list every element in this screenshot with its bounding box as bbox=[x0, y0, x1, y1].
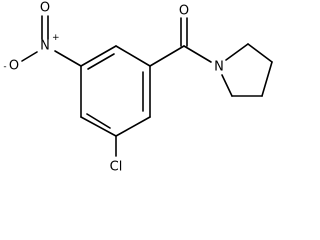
ring-bond-3 bbox=[80, 116, 117, 137]
ring-double-bond-inner-2 bbox=[86, 113, 111, 129]
ring-bond-2 bbox=[115, 116, 151, 137]
pyrrolidine-ring bbox=[221, 43, 273, 97]
nitro-nitrogen-label: N bbox=[40, 39, 50, 54]
nitro-double-oxygen-label: O bbox=[40, 1, 50, 16]
nitro-negative-charge: - bbox=[3, 62, 6, 72]
chemical-structure-diagram: O N N + O O - Cl bbox=[3, 1, 273, 175]
pyrrolidine-bond-2 bbox=[247, 43, 273, 63]
nitro-positive-charge: + bbox=[52, 33, 60, 43]
carbonyl-oxygen-label: O bbox=[179, 4, 189, 19]
nitro-single-oxygen-label: O bbox=[9, 59, 19, 74]
pyrrolidine-bond-1 bbox=[225, 43, 249, 61]
amide-nitrogen-label: N bbox=[214, 60, 224, 75]
ring-bond-5 bbox=[80, 45, 117, 67]
ring-to-nitro-bond bbox=[54, 50, 82, 67]
benzene-ring bbox=[80, 45, 151, 137]
ring-bond-6 bbox=[115, 45, 151, 67]
pyrrolidine-bond-5 bbox=[221, 74, 233, 97]
ring-double-bond-inner-3 bbox=[87, 53, 115, 70]
nitro-single-bond bbox=[21, 51, 38, 62]
nitro-group: N + O O - bbox=[3, 1, 82, 74]
carbonyl-to-nitrogen-bond bbox=[183, 45, 212, 63]
chloro-substituent: Cl bbox=[110, 135, 123, 175]
ring-to-carbonyl-bond bbox=[149, 45, 185, 67]
amide-group: O N bbox=[149, 4, 224, 75]
pyrrolidine-bond-3 bbox=[261, 61, 273, 97]
chlorine-label: Cl bbox=[110, 160, 123, 175]
